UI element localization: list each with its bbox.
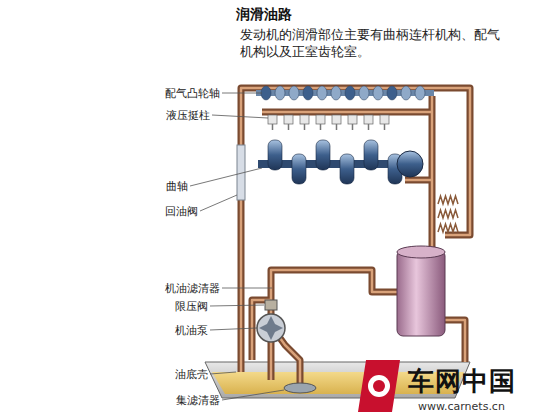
part-label: 集滤清器	[176, 393, 220, 408]
part-label: 油底壳	[175, 367, 208, 382]
watermark-logo	[358, 360, 400, 412]
camshaft	[256, 86, 434, 100]
subtitle-note: 发动机的润滑部位主要有曲柄连杆机构、配气机构以及正室齿轮室。	[240, 27, 502, 61]
diagram-title: 润滑油路	[236, 6, 292, 24]
oil-filter-top	[397, 246, 445, 258]
part-label: 机油滤清器	[165, 281, 220, 296]
watermark-url: www.carnets.cn	[418, 400, 505, 413]
oil-filter	[397, 250, 445, 336]
leader-lines	[190, 93, 284, 400]
part-label: 限压阀	[175, 299, 208, 314]
part-label: 液压挺柱	[166, 108, 210, 123]
pump-rotor	[259, 316, 283, 340]
part-label: 机油泵	[175, 323, 208, 338]
part-label: 回油阀	[165, 204, 198, 219]
oil-pump	[257, 314, 285, 342]
crankshaft	[258, 140, 423, 184]
hydraulic-lifters	[268, 115, 389, 130]
oil-pipes	[241, 88, 470, 384]
watermark-text: 车网中国	[408, 364, 516, 399]
valve-springs	[438, 196, 458, 232]
part-label: 曲轴	[166, 179, 188, 194]
relief-valve	[265, 300, 277, 310]
part-label: 配气凸轮轴	[165, 86, 220, 101]
oil-strainer	[284, 383, 316, 393]
